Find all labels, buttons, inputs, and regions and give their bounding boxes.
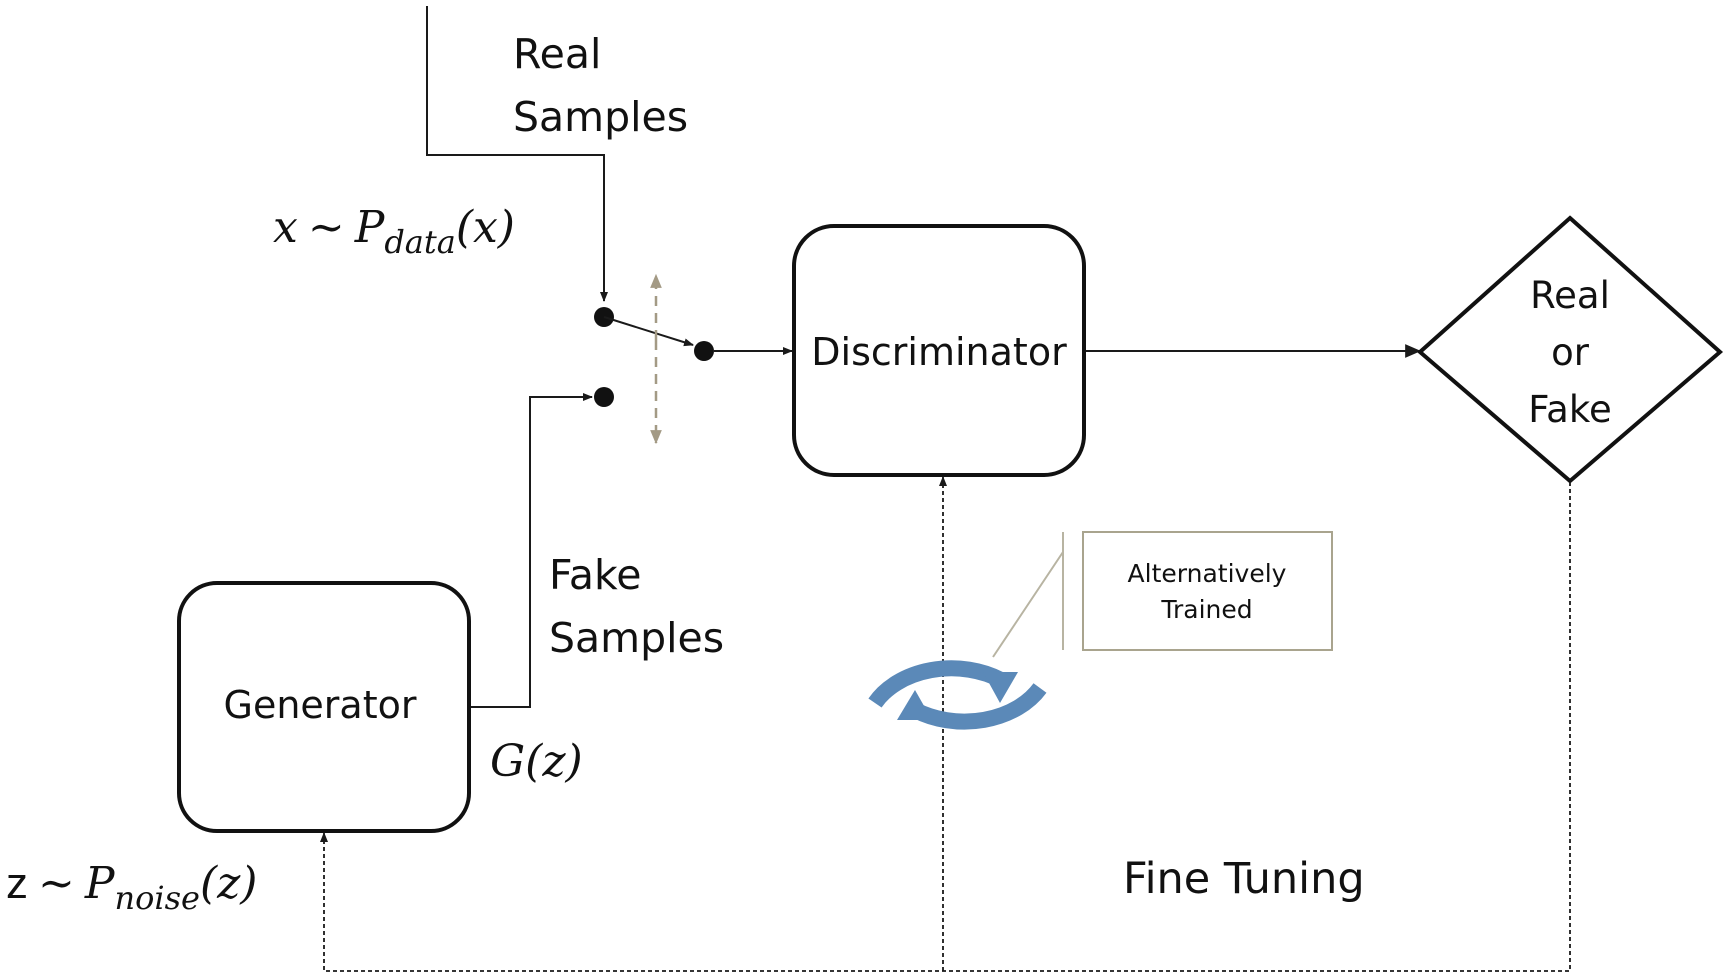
decision-label-fake: Fake — [1528, 388, 1611, 431]
real-data-distribution-label: x~Pdata(x) — [273, 202, 515, 261]
input-switch — [594, 273, 714, 445]
callout-line-2: Trained — [1160, 595, 1252, 624]
generator-output-label: G(z) — [490, 736, 583, 787]
switch-output-terminal — [694, 341, 714, 361]
real-samples-connector — [426, 6, 608, 302]
noise-distribution-label: z~Pnoise(z) — [6, 858, 257, 917]
generator-label: Generator — [224, 683, 417, 727]
decision-label-or: or — [1551, 331, 1590, 374]
fake-samples-label-2: Samples — [549, 614, 724, 662]
switch-lever — [603, 316, 694, 347]
real-samples-label-1: Real — [513, 30, 601, 78]
real-samples-label-2: Samples — [513, 93, 688, 141]
decision-node: Real or Fake — [1416, 215, 1724, 484]
fine-tuning-label: Fine Tuning — [1123, 854, 1365, 904]
decision-label-real: Real — [1530, 274, 1610, 317]
switch-fake-terminal — [594, 387, 614, 407]
generator-node: Generator — [177, 581, 471, 833]
discriminator-node: Discriminator — [792, 224, 1086, 477]
svg-text:z~Pnoise(z): z~Pnoise(z) — [6, 858, 257, 917]
callout-line-1: Alternatively — [1128, 559, 1287, 588]
fake-samples-label-1: Fake — [549, 551, 641, 599]
svg-text:x~Pdata(x): x~Pdata(x) — [273, 202, 515, 261]
generator-output-connector — [470, 393, 593, 708]
discriminator-label: Discriminator — [811, 330, 1067, 374]
alternatively-trained-callout: Alternatively Trained — [992, 531, 1333, 658]
refresh-cycle-icon — [868, 660, 1047, 730]
